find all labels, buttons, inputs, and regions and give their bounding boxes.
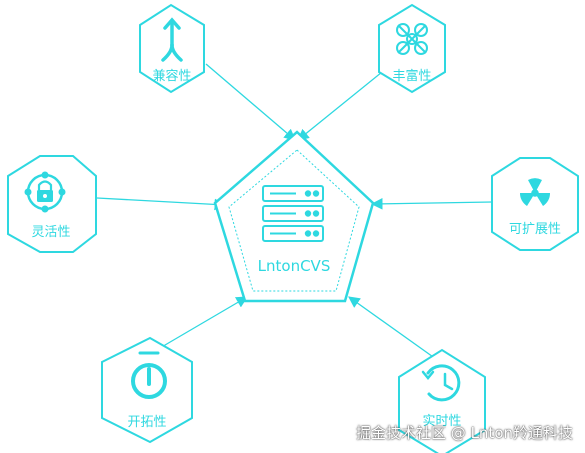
hexagon [398, 348, 486, 453]
node-label: 灵活性 [31, 225, 70, 240]
hexagon [101, 336, 193, 444]
history-clock-icon [421, 364, 461, 402]
connector-realtime [348, 296, 444, 365]
hexagon [7, 155, 97, 253]
server-stack-icon [262, 185, 324, 242]
watermark: 掘金技术社区 @ Lnton羚通科技 [356, 424, 573, 442]
connector-compat [205, 63, 296, 141]
center-label: LntonCVS [258, 257, 331, 275]
node-flex: 灵活性 [7, 155, 97, 253]
center-node: LntonCVS [213, 130, 375, 303]
node-label: 可扩展性 [509, 222, 561, 237]
node-label: 丰富性 [392, 68, 431, 84]
node-compat: 兼容性 [139, 3, 205, 94]
node-rich: 丰富性 [378, 3, 446, 94]
node-scal: 可扩展性 [491, 157, 579, 251]
node-realtime: 实时性 [398, 348, 486, 453]
knot-pattern-icon [396, 23, 428, 55]
node-open: 开拓性 [101, 336, 193, 444]
power-timer-icon [131, 351, 167, 399]
radiation-icon [519, 178, 551, 206]
center-pentagon-inner [228, 149, 360, 292]
connector-scal [370, 197, 493, 210]
locked-network-icon [24, 171, 66, 213]
connector-rich [297, 63, 393, 141]
node-label: 实时性 [422, 414, 461, 429]
merge-arrow-icon [161, 17, 183, 62]
connector-flex [96, 197, 227, 211]
hexagon [378, 3, 446, 94]
node-label: 兼容性 [152, 68, 191, 84]
node-label: 开拓性 [127, 415, 166, 430]
hexagon [491, 157, 579, 251]
